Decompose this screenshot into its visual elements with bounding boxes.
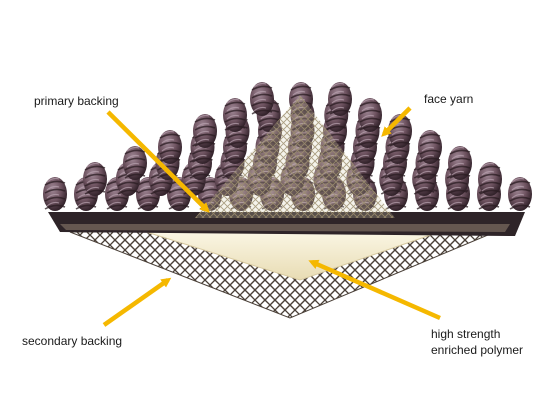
- polymer-label: high strength enriched polymer: [431, 326, 523, 358]
- yarn-tuft: [418, 130, 442, 164]
- yarn-tuft: [83, 162, 107, 196]
- yarn-tuft: [358, 98, 382, 132]
- face-yarn-label: face yarn: [424, 91, 473, 107]
- yarn-tuft: [328, 82, 352, 116]
- yarn-tuft: [448, 146, 472, 180]
- yarn-tuft: [193, 114, 217, 148]
- secondary-backing-label: secondary backing: [22, 333, 122, 349]
- yarn-tuft: [223, 98, 247, 132]
- polymer-label-line2: enriched polymer: [431, 342, 523, 358]
- polymer-label-line1: high strength: [431, 326, 523, 342]
- yarn-tuft: [123, 146, 147, 180]
- yarn-tuft: [508, 177, 532, 211]
- yarn-tuft: [43, 177, 67, 211]
- yarn-tuft: [158, 130, 182, 164]
- yarn-tuft: [250, 82, 274, 116]
- yarn-tuft: [478, 162, 502, 196]
- primary-backing-label: primary backing: [34, 93, 119, 109]
- arrow-secondary-backing: [104, 280, 168, 325]
